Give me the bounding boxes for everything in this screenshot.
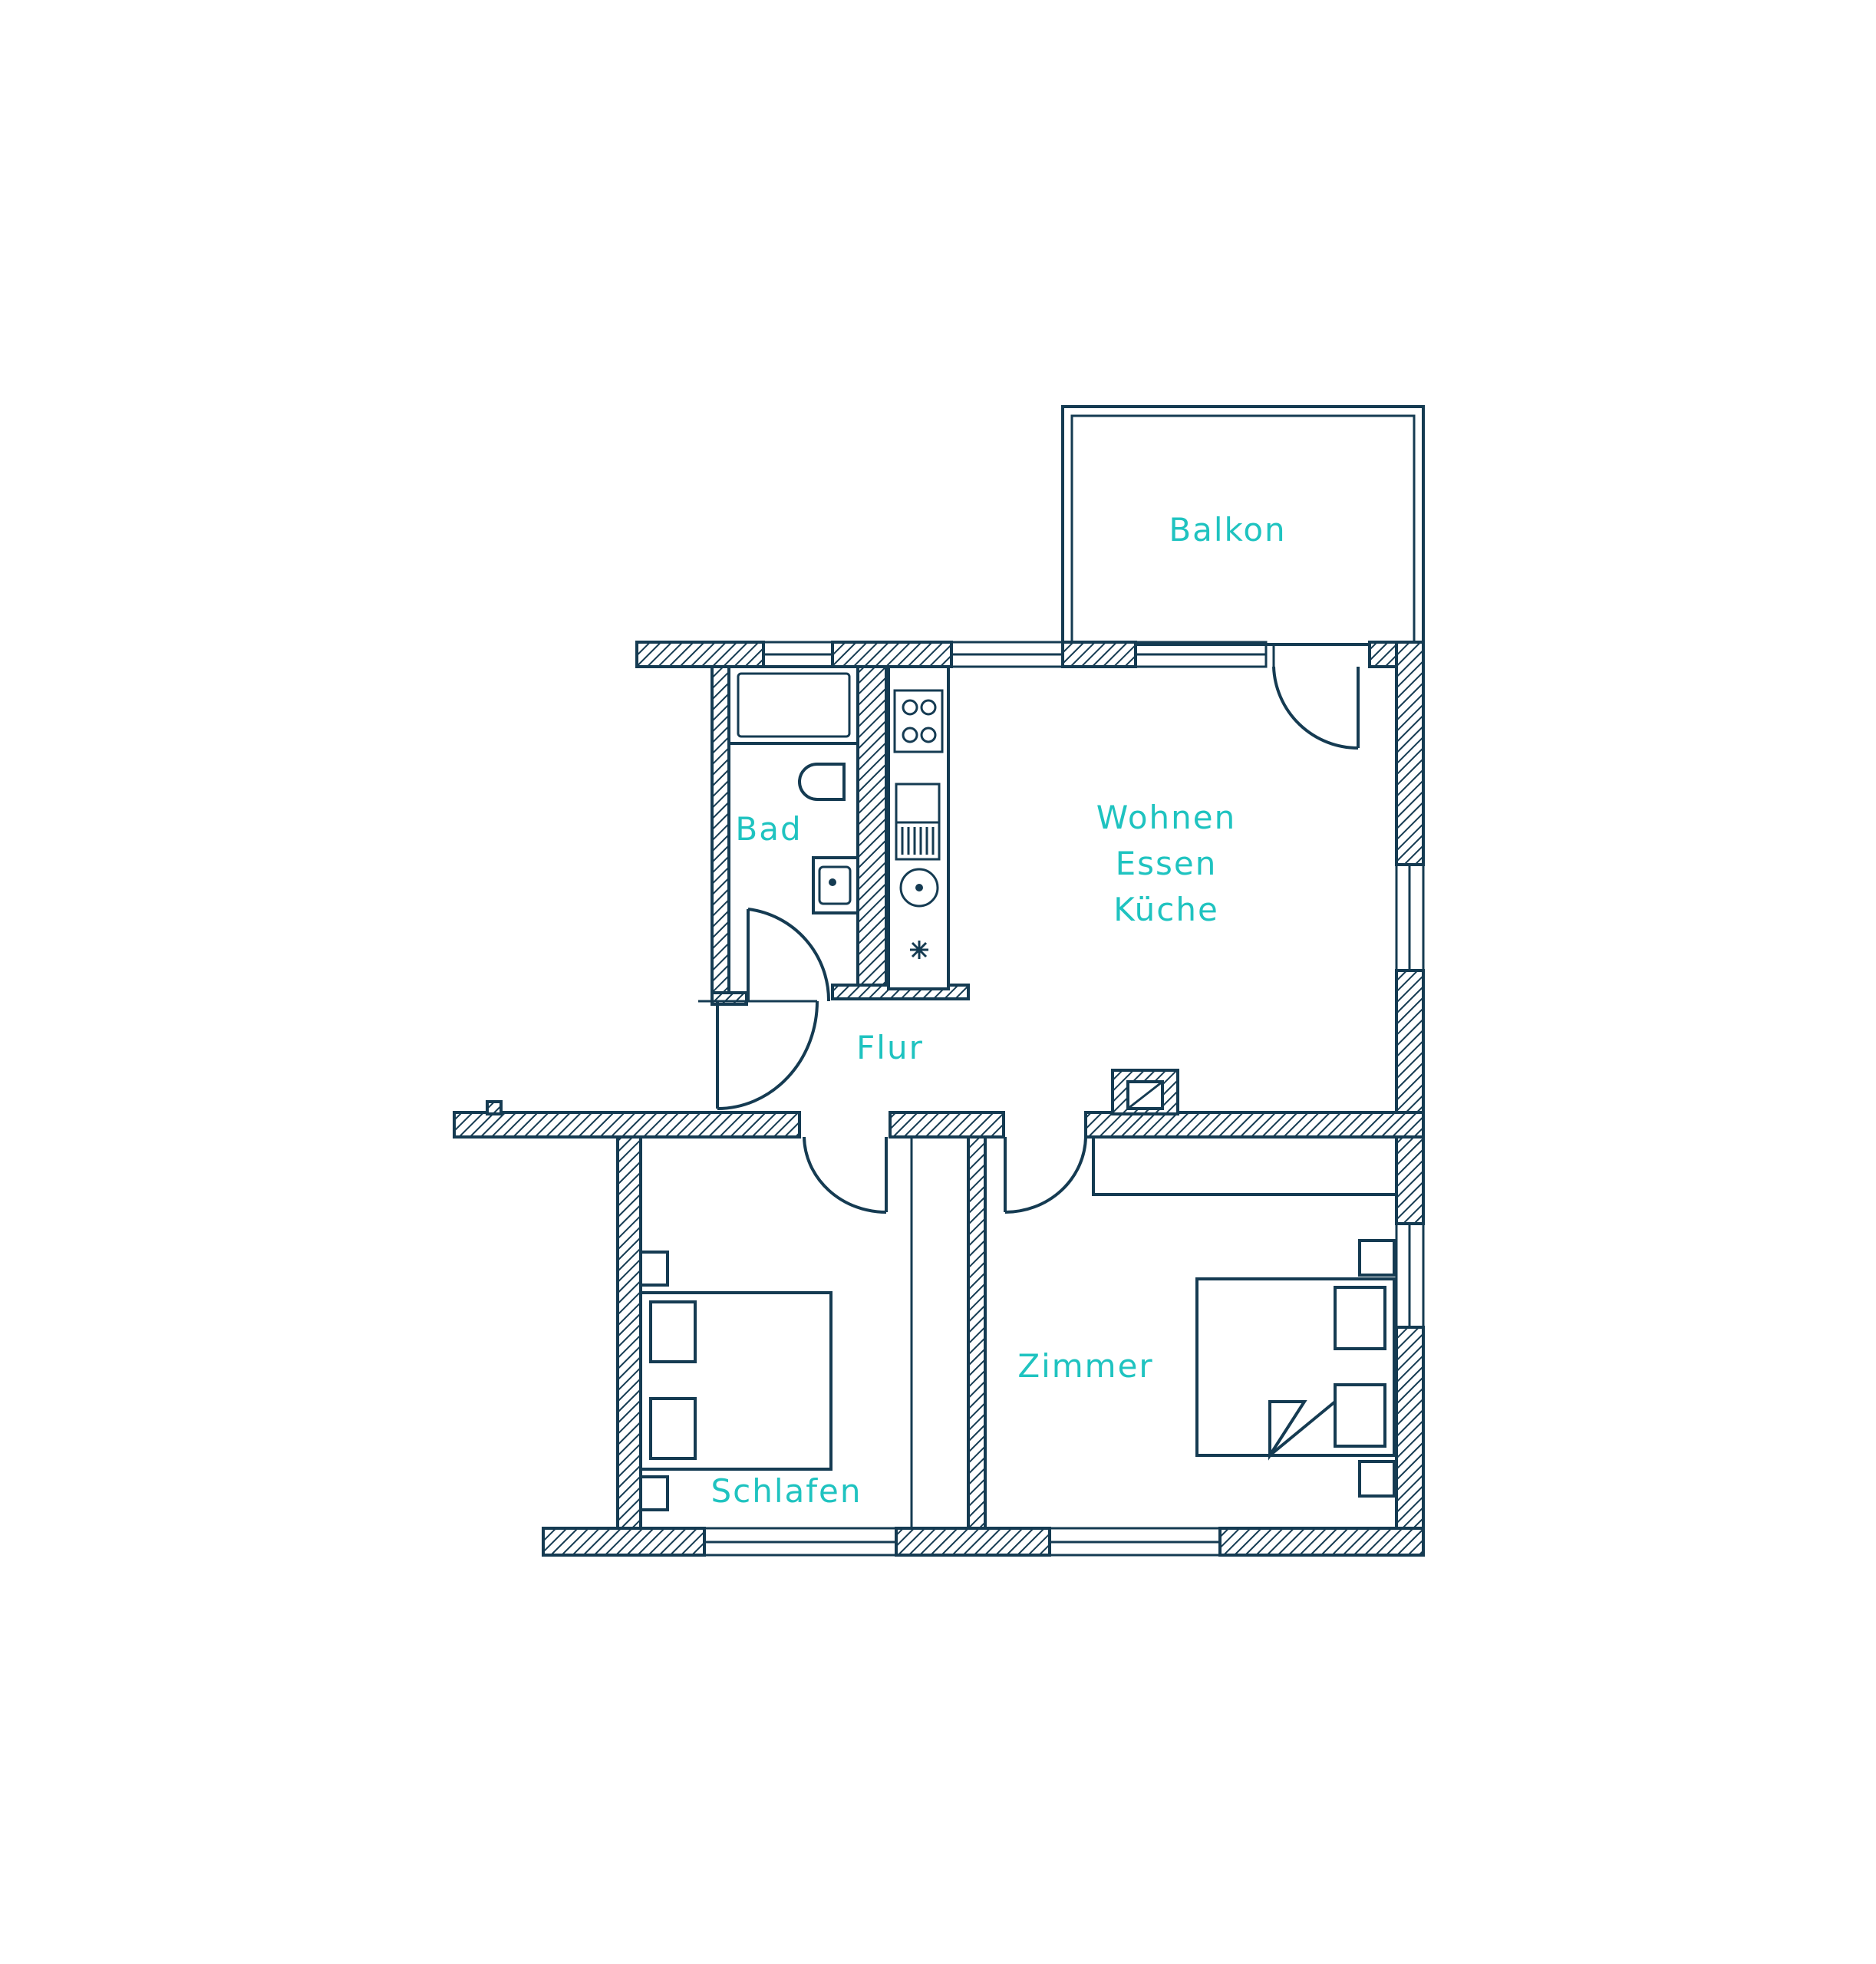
fridge-star-icon <box>910 941 928 959</box>
label-bad: Bad <box>735 810 802 848</box>
label-kueche: Küche <box>1113 891 1219 928</box>
label-zimmer: Zimmer <box>1017 1347 1153 1385</box>
drainboard-lines <box>901 827 935 855</box>
balcony <box>1061 405 1425 646</box>
schlafen-furniture <box>639 1251 832 1511</box>
doors <box>698 644 1360 1528</box>
walls <box>453 641 1425 1557</box>
bathroom-fixtures <box>727 665 859 914</box>
windows <box>703 641 1425 1557</box>
label-schlafen: Schlafen <box>711 1472 862 1510</box>
kitchen-fixtures <box>887 665 950 990</box>
label-wohnen: Wohnen <box>1096 799 1236 836</box>
label-balkon: Balkon <box>1169 511 1286 549</box>
zimmer-furniture <box>1092 1135 1398 1498</box>
room-labels: Balkon Bad Wohnen Essen Küche Flur Schla… <box>711 511 1286 1510</box>
label-essen: Essen <box>1116 845 1218 882</box>
label-flur: Flur <box>856 1029 924 1066</box>
